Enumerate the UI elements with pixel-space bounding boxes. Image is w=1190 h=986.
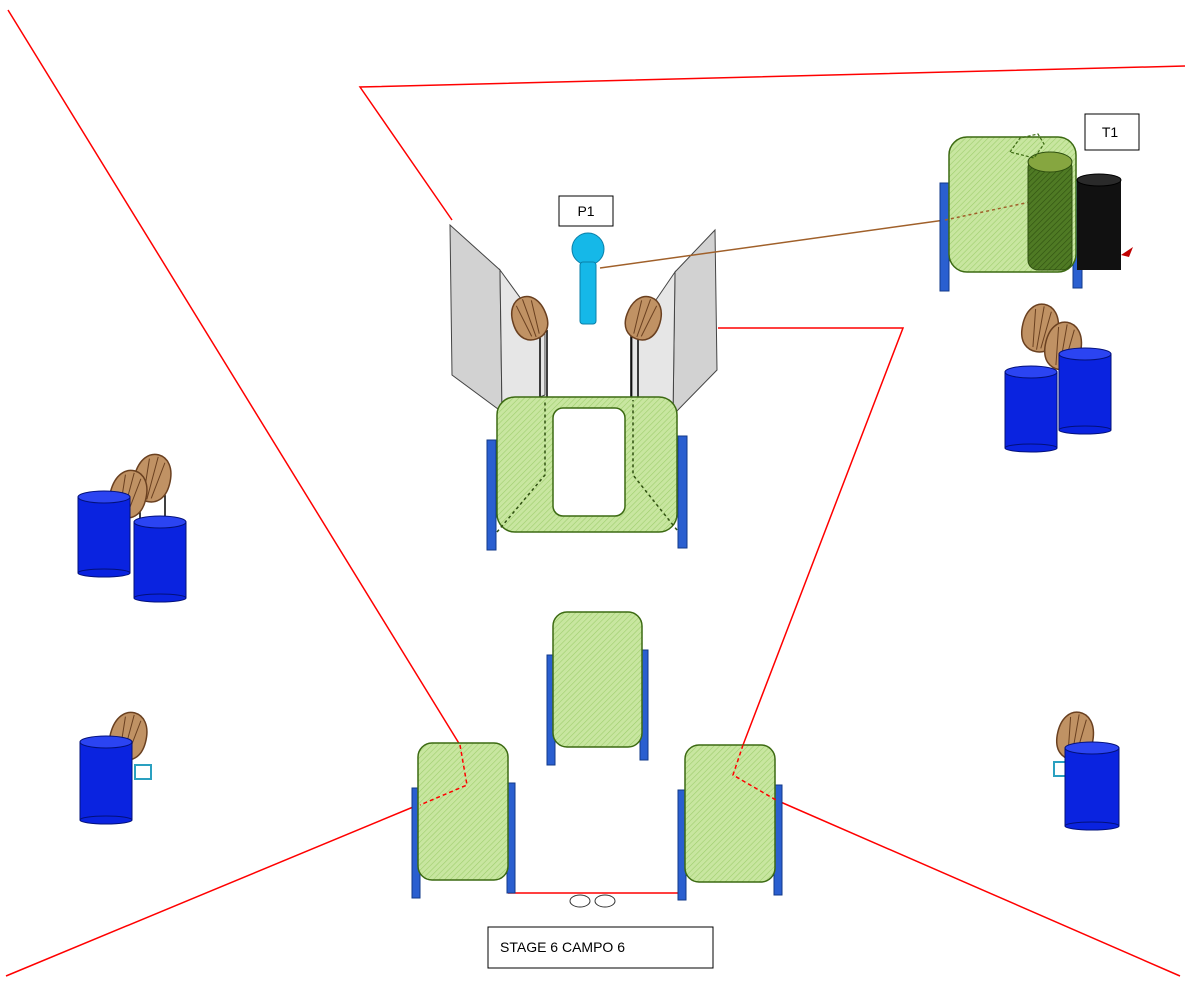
stage-title-box: STAGE 6 CAMPO 6 [487, 926, 714, 969]
barrel-icon [1064, 741, 1120, 831]
fault-line-upper [358, 65, 1186, 221]
sight-line [599, 219, 946, 269]
label-t1-text: T1 [1102, 124, 1119, 140]
stage-title: STAGE 6 CAMPO 6 [500, 939, 625, 955]
lower-right-barrel-group [1053, 711, 1120, 831]
label-t1: T1 [1084, 113, 1140, 151]
center-barricade-group [449, 223, 718, 551]
fault-line-left-diagonal [7, 9, 461, 746]
paper-target-icon [624, 295, 663, 341]
barrel-icon [79, 735, 133, 825]
label-p1: P1 [558, 195, 614, 227]
barrel-icon [77, 490, 131, 578]
barrel-icon [1076, 173, 1133, 270]
fault-line-right [718, 327, 905, 746]
middle-wall-group [546, 611, 649, 766]
barricade-wall-icon [552, 611, 643, 748]
bottom-right-wall-group [677, 744, 783, 901]
paper-target-icon [1008, 133, 1073, 271]
bottom-left-wall-group [411, 742, 516, 899]
no-shoot-panel-icon [631, 228, 718, 417]
barrel-icon [1058, 347, 1112, 435]
t1-barricade-group: T1 [939, 113, 1140, 292]
barricade-wall-icon [417, 742, 509, 881]
shooter-figure-icon [571, 232, 605, 325]
label-p1-text: P1 [577, 203, 594, 219]
barrel-icon [1004, 365, 1058, 453]
right-barrel-group [1004, 303, 1112, 453]
footprints-icon [569, 894, 616, 908]
lower-left-barrel-group [79, 711, 152, 825]
left-barrel-group [77, 453, 187, 603]
barricade-wall-icon [486, 396, 688, 551]
barricade-wall-icon [684, 744, 776, 883]
fault-line-bottom-right [775, 799, 1181, 977]
fault-line-bottom-left [5, 804, 419, 977]
barrel-icon [133, 515, 187, 603]
paper-target-icon [510, 295, 549, 341]
fault-lines [5, 9, 1186, 977]
